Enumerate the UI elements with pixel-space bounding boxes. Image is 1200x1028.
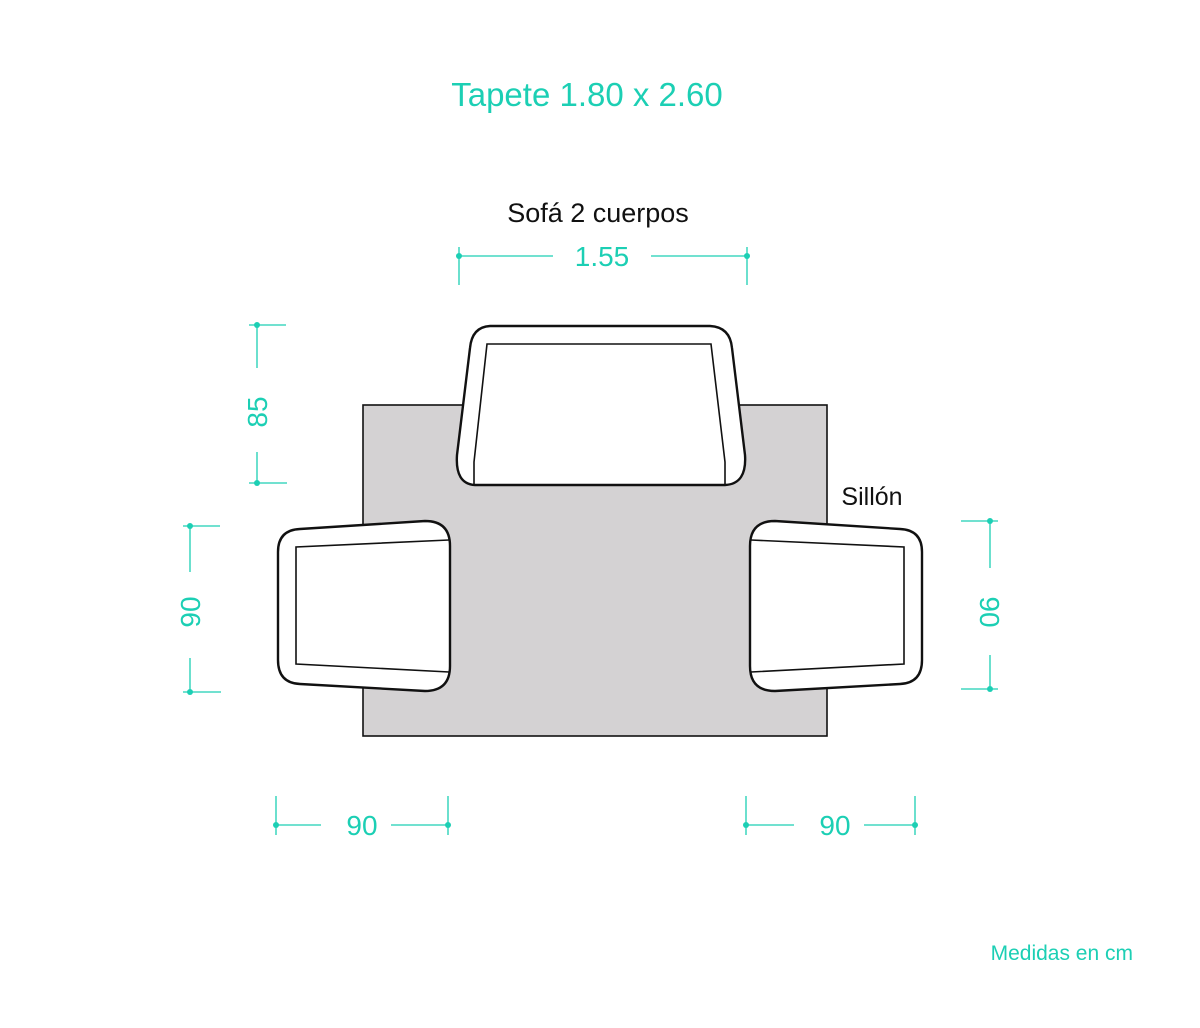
left-armchair-width-value: 90 [346,810,377,841]
sofa-depth-value: 85 [242,396,273,427]
right-armchair-depth-value: 90 [974,596,1005,627]
right-armchair-width-value: 90 [819,810,850,841]
dimension-sofa-depth: 85 [242,322,287,486]
left-armchair-depth-value: 90 [175,596,206,627]
dimension-left-armchair-depth: 90 [175,523,221,695]
sofa-width-value: 1.55 [575,241,630,272]
armchair-label: Sillón [841,483,902,511]
dimension-left-armchair-width: 90 [273,796,451,841]
dimension-sofa-width: 1.55 [456,241,750,285]
diagram-title: Tapete 1.80 x 2.60 [451,76,723,113]
armchair-right [748,519,924,693]
sofa-label: Sofá 2 cuerpos [507,198,689,228]
dimension-right-armchair-width: 90 [743,796,918,841]
units-note: Medidas en cm [991,942,1133,965]
sofa [455,324,747,487]
dimension-right-armchair-depth: 90 [961,518,1005,692]
armchair-left [276,519,452,693]
